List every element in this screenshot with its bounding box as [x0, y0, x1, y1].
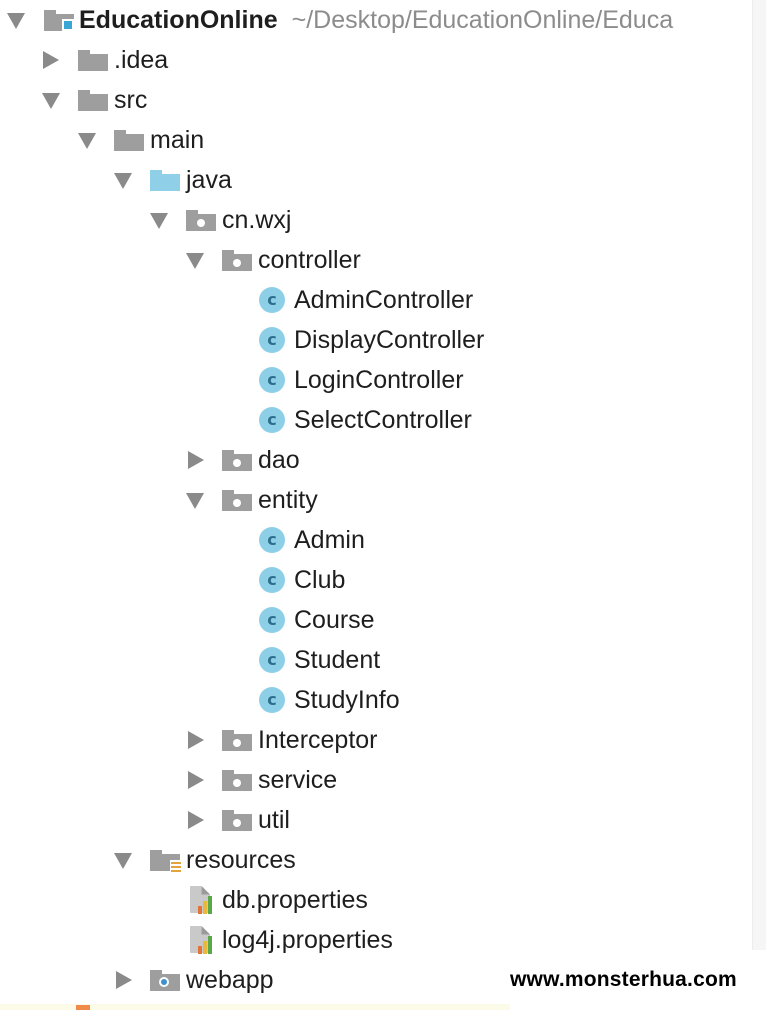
tree-node-label: Course	[294, 606, 375, 634]
tree-node-resources[interactable]: resources	[0, 840, 752, 880]
tree-node-label: AdminController	[294, 286, 474, 314]
project-path: ~/Desktop/EducationOnline/Educa	[291, 6, 674, 34]
collapse-arrow-icon[interactable]	[188, 811, 204, 829]
expand-arrow-icon[interactable]	[186, 253, 204, 269]
tree-node-interceptor[interactable]: Interceptor	[0, 720, 752, 760]
tree-node-label: Club	[294, 566, 346, 594]
tree-node-main[interactable]: main	[0, 120, 752, 160]
tree-node-label: resources	[186, 846, 296, 874]
tree-node-idea[interactable]: .idea	[0, 40, 752, 80]
tree-node-java[interactable]: java	[0, 160, 752, 200]
tree-node-label: db.properties	[222, 886, 368, 914]
resources-folder-icon	[150, 840, 182, 880]
class-icon: c	[259, 560, 289, 600]
package-icon	[222, 240, 252, 280]
package-icon	[222, 440, 252, 480]
collapse-arrow-icon[interactable]	[43, 51, 59, 69]
tree-node-webapp[interactable]: webapp	[0, 960, 752, 1000]
tree-node-src[interactable]: src	[0, 80, 752, 120]
web-folder-icon	[150, 960, 180, 1000]
tree-node-label: cn.wxj	[222, 206, 292, 234]
tree-node-label: Interceptor	[258, 726, 378, 754]
tree-node-label: service	[258, 766, 338, 794]
class-icon: c	[259, 520, 289, 560]
tree-node-class[interactable]: c Club	[0, 560, 752, 600]
expand-arrow-icon[interactable]	[186, 493, 204, 509]
module-folder-icon	[44, 0, 74, 40]
tree-node-label: src	[114, 86, 148, 114]
expand-arrow-icon[interactable]	[42, 93, 60, 109]
tree-node-class[interactable]: c StudyInfo	[0, 680, 752, 720]
package-icon	[186, 200, 216, 240]
collapse-arrow-icon[interactable]	[188, 451, 204, 469]
tree-node-label: util	[258, 806, 290, 834]
tree-node-class[interactable]: c Student	[0, 640, 752, 680]
class-icon: c	[259, 680, 289, 720]
tree-node-label: Admin	[294, 526, 365, 554]
collapse-arrow-icon[interactable]	[116, 971, 132, 989]
tree-node-class[interactable]: c SelectController	[0, 400, 752, 440]
footer-strip	[0, 1004, 510, 1010]
class-icon: c	[259, 640, 289, 680]
class-icon: c	[259, 360, 289, 400]
tree-node-class[interactable]: c DisplayController	[0, 320, 752, 360]
folder-icon	[78, 40, 108, 80]
tree-node-label: Student	[294, 646, 381, 674]
tree-node-class[interactable]: c LoginController	[0, 360, 752, 400]
expand-arrow-icon[interactable]	[114, 173, 132, 189]
properties-file-icon	[190, 920, 220, 960]
tree-node-label: main	[150, 126, 205, 154]
class-icon: c	[259, 320, 289, 360]
folder-icon	[114, 120, 144, 160]
tree-node-file[interactable]: log4j.properties	[0, 920, 752, 960]
collapse-arrow-icon[interactable]	[188, 731, 204, 749]
tree-node-file[interactable]: db.properties	[0, 880, 752, 920]
tree-node-label: dao	[258, 446, 300, 474]
project-name: EducationOnline~/Desktop/EducationOnline…	[79, 6, 674, 34]
expand-arrow-icon[interactable]	[7, 13, 25, 29]
package-icon	[222, 720, 252, 760]
watermark: www.monsterhua.com	[510, 968, 737, 991]
vertical-scrollbar[interactable]	[752, 0, 766, 950]
tree-node-label: controller	[258, 246, 361, 274]
class-icon: c	[259, 280, 289, 320]
tree-node-label: entity	[258, 486, 318, 514]
expand-arrow-icon[interactable]	[114, 853, 132, 869]
expand-arrow-icon[interactable]	[78, 133, 96, 149]
collapse-arrow-icon[interactable]	[188, 771, 204, 789]
tree-node-label: SelectController	[294, 406, 472, 434]
tree-node-entity[interactable]: entity	[0, 480, 752, 520]
tree-node-label: .idea	[114, 46, 169, 74]
expand-arrow-icon[interactable]	[150, 213, 168, 229]
tree-node-controller[interactable]: controller	[0, 240, 752, 280]
tree-node-class[interactable]: c Course	[0, 600, 752, 640]
package-icon	[222, 800, 252, 840]
package-icon	[222, 760, 252, 800]
class-icon: c	[259, 600, 289, 640]
tree-node-label: LoginController	[294, 366, 464, 394]
tree-node-label: webapp	[186, 966, 274, 994]
package-icon	[222, 480, 252, 520]
tree-node-cn-wxj[interactable]: cn.wxj	[0, 200, 752, 240]
tree-node-util[interactable]: util	[0, 800, 752, 840]
properties-file-icon	[190, 880, 220, 920]
source-folder-icon	[150, 160, 180, 200]
tree-node-label: StudyInfo	[294, 686, 400, 714]
tree-node-project-root[interactable]: EducationOnline~/Desktop/EducationOnline…	[0, 0, 752, 40]
tree-node-class[interactable]: c AdminController	[0, 280, 752, 320]
tree-node-label: DisplayController	[294, 326, 485, 354]
footer-marker	[76, 1005, 90, 1010]
tree-node-dao[interactable]: dao	[0, 440, 752, 480]
tree-node-label: log4j.properties	[222, 926, 393, 954]
class-icon: c	[259, 400, 289, 440]
folder-icon	[78, 80, 108, 120]
tree-node-class[interactable]: c Admin	[0, 520, 752, 560]
tree-node-label: java	[186, 166, 232, 194]
tree-node-service[interactable]: service	[0, 760, 752, 800]
